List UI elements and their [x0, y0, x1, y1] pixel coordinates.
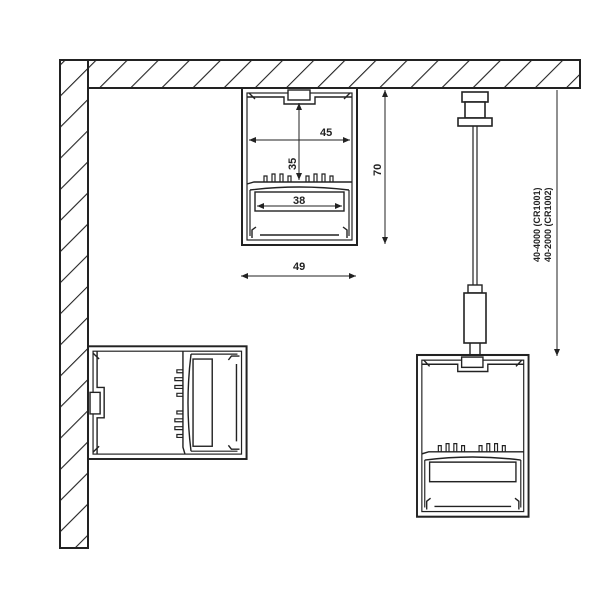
suspension-kit	[457, 91, 493, 355]
dim-profile-width: 49	[293, 261, 305, 273]
cable-length-2: 40-2000 (CR1002)	[543, 187, 553, 262]
suspended-profile	[415, 353, 530, 518]
cable-length-1: 40-4000 (CR1001)	[532, 187, 542, 262]
wall-mounted-profile	[86, 345, 248, 461]
ceiling	[59, 59, 581, 89]
surface-mounted-profile: 45 35 38	[241, 87, 358, 246]
dim-inner-width: 45	[320, 127, 332, 139]
dim-diffuser-width: 38	[293, 195, 305, 207]
wall	[59, 59, 89, 549]
dim-profile-height: 70	[372, 164, 384, 176]
dim-inner-height: 35	[287, 158, 299, 170]
